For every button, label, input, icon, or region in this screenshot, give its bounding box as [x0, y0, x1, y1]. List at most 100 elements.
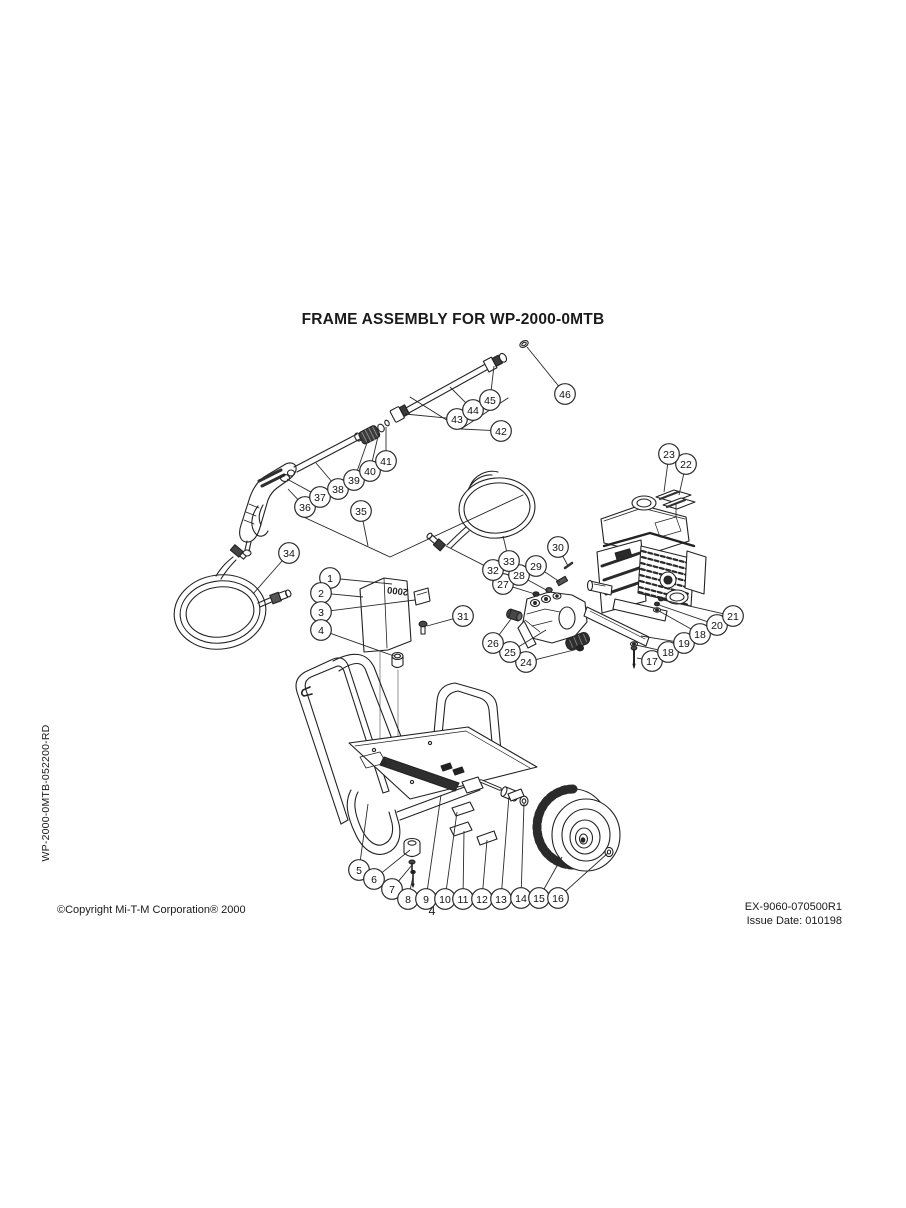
- copyright-text: ©Copyright Mi-T-M Corporation® 2000: [57, 904, 246, 916]
- callout-30: [547, 536, 569, 558]
- leader-line: [535, 648, 579, 660]
- callout-16: [547, 887, 569, 909]
- callout-number: 42: [495, 426, 507, 438]
- callout-44: [462, 399, 484, 421]
- callout-number: 29: [530, 561, 542, 573]
- callout-26: [482, 632, 504, 654]
- pump-part: [506, 561, 591, 652]
- leader-line: [409, 876, 414, 890]
- callout-number: 13: [495, 894, 507, 906]
- leader-line: [512, 586, 536, 595]
- callout-42: [490, 420, 512, 442]
- garden-hose-part: [426, 470, 536, 552]
- leader-line: [562, 555, 569, 567]
- leader-line: [658, 610, 692, 630]
- callout-number: 44: [467, 405, 479, 417]
- callout-number: 6: [371, 874, 377, 886]
- callout-number: 38: [332, 484, 344, 496]
- leader-line: [356, 439, 369, 471]
- leader-line: [501, 795, 510, 889]
- callout-number: 21: [727, 611, 739, 623]
- leader-line: [462, 830, 465, 889]
- callout-35: [350, 500, 372, 522]
- callout-number: 25: [504, 647, 516, 659]
- panel-model-text: 2000: [387, 584, 409, 597]
- callout-45: [479, 389, 501, 411]
- leader-line: [520, 802, 525, 888]
- callout-number: 46: [559, 389, 571, 401]
- callout-number: 26: [487, 638, 499, 650]
- leader-line: [359, 803, 369, 860]
- callout-number: 36: [299, 502, 311, 514]
- wheel-part: [532, 784, 621, 872]
- callout-number: 14: [515, 893, 527, 905]
- leader-lines: [252, 346, 724, 892]
- callout-number: 24: [520, 657, 532, 669]
- callout-number: 27: [497, 579, 509, 591]
- callout-number: 23: [663, 449, 675, 461]
- callout-number: 1: [327, 573, 333, 585]
- callout-number: 9: [423, 894, 429, 906]
- callout-number: 22: [680, 459, 692, 471]
- callout-number: 30: [552, 542, 564, 554]
- leader-line: [427, 794, 442, 889]
- callout-number: 28: [513, 570, 525, 582]
- spray-gun-part: [239, 462, 297, 557]
- callout-number: 43: [451, 414, 463, 426]
- callout-31: [452, 605, 474, 627]
- callout-4: [310, 619, 332, 641]
- page-number: 4: [428, 904, 436, 918]
- callout-18: [689, 623, 711, 645]
- callout-number: 41: [380, 456, 392, 468]
- callout-number: 40: [364, 466, 376, 478]
- leader-line: [371, 431, 380, 462]
- callout-number: 45: [484, 395, 496, 407]
- callout-number: 31: [457, 611, 469, 623]
- callout-number: 12: [476, 894, 488, 906]
- callout-23: [658, 443, 680, 465]
- leader-line: [426, 618, 454, 627]
- callout-number: 34: [283, 548, 295, 560]
- callout-29: [525, 555, 547, 577]
- leader-line: [286, 478, 312, 493]
- callout-46: [554, 383, 576, 405]
- leader-line: [362, 521, 369, 547]
- callout-number: 5: [356, 865, 362, 877]
- callout-36: [294, 496, 316, 518]
- callout-number: 39: [348, 475, 360, 487]
- leader-line: [518, 629, 547, 648]
- leader-line: [662, 599, 724, 615]
- leader-line: [445, 811, 458, 889]
- leader-line: [498, 618, 512, 636]
- leader-line: [331, 599, 416, 612]
- callout-number: 32: [487, 565, 499, 577]
- leader-line: [543, 856, 563, 890]
- callout-number: 20: [711, 620, 723, 632]
- leader-line: [663, 464, 669, 493]
- leader-line: [635, 644, 659, 651]
- callout-number: 8: [405, 894, 411, 906]
- leader-line: [398, 864, 413, 882]
- callout-37: [309, 486, 331, 508]
- callout-24: [515, 651, 537, 673]
- callout-number: 17: [646, 656, 658, 668]
- callout-number: 3: [318, 607, 324, 619]
- page-title: FRAME ASSEMBLY FOR WP-2000-0MTB: [301, 311, 605, 328]
- leader-line: [404, 413, 447, 419]
- leader-line: [544, 571, 561, 583]
- leader-line: [449, 386, 467, 404]
- leader-line: [526, 346, 559, 387]
- callout-number: 4: [318, 625, 324, 637]
- callout-number: 11: [458, 894, 469, 906]
- pressure-hose-part: [173, 544, 292, 650]
- callout-number: 37: [314, 492, 326, 504]
- leader-line: [678, 473, 685, 496]
- leader-line: [636, 657, 642, 660]
- callout-number: 18: [662, 647, 674, 659]
- callout-33: [498, 550, 520, 572]
- side-panel-part: 2000: [359, 577, 431, 748]
- callout-number: 2: [318, 588, 324, 600]
- leader-line: [640, 635, 674, 642]
